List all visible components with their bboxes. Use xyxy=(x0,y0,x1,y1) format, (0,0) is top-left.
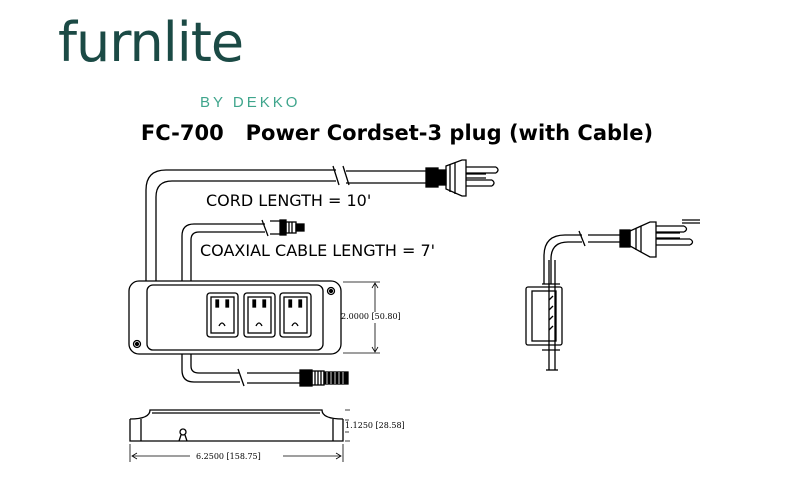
side-install-view xyxy=(525,219,700,371)
height-dimension xyxy=(343,281,380,354)
depth-dimension-label: 1.1250 [28.58] xyxy=(345,421,405,430)
coax-length-label: COAXIAL CABLE LENGTH = 7' xyxy=(200,241,436,260)
product-description: Power Cordset-3 plug (with Cable) xyxy=(245,121,654,145)
coax-cable-top xyxy=(181,219,280,281)
height-dimension-label: 2.0000 [50.80] xyxy=(341,312,401,321)
brand-byline: BY DEKKO xyxy=(200,94,301,111)
brand-logo: furnlite xyxy=(58,11,244,74)
coax-connector-icon xyxy=(279,219,305,236)
depth-dimension xyxy=(345,409,350,442)
model-number: FC-700 xyxy=(140,121,224,145)
width-dimension xyxy=(129,444,344,462)
page-title: FC-700 Power Cordset-3 plug (with Cable) xyxy=(0,121,794,145)
outlet-3 xyxy=(279,292,312,338)
power-cord xyxy=(145,165,426,281)
coax-cable-bottom xyxy=(181,354,349,387)
outlet-unit-front xyxy=(128,280,342,355)
outlet-2 xyxy=(243,292,276,338)
width-dimension-label: 6.2500 [158.75] xyxy=(196,452,261,461)
plug-icon xyxy=(425,159,499,197)
outlet-1 xyxy=(206,292,239,338)
cord-length-label: CORD LENGTH = 10' xyxy=(206,191,372,210)
outlet-unit-side xyxy=(129,409,344,442)
